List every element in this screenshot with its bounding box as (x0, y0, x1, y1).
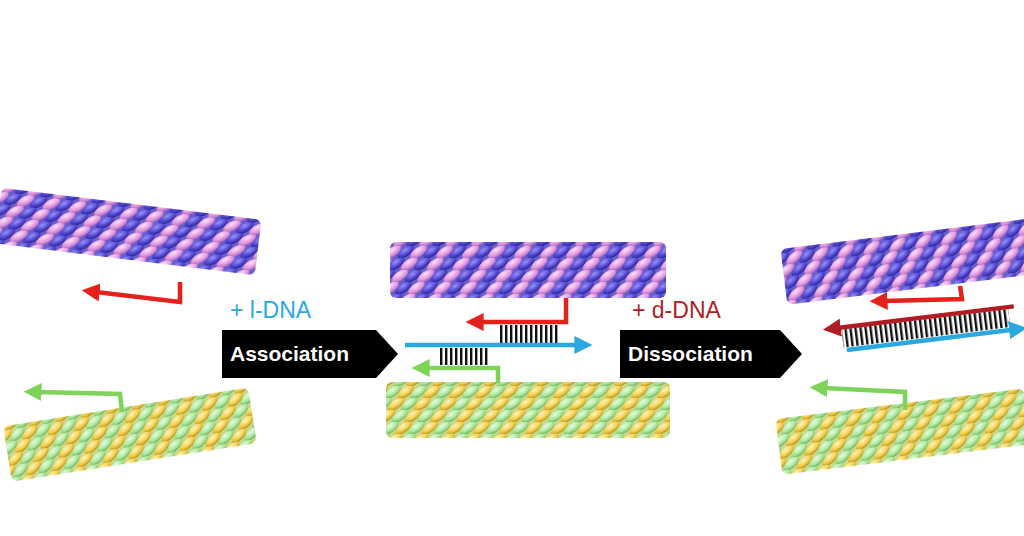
base-pairs (440, 348, 490, 365)
arrow-body (620, 330, 802, 378)
base-pairs (500, 325, 558, 343)
arrow-body (222, 330, 398, 378)
process-arrow: + l-DNAAssociation (222, 330, 398, 378)
step-label: Dissociation (628, 342, 753, 366)
nanotube (386, 382, 670, 438)
nanotube (390, 242, 666, 298)
nanotube (0, 188, 261, 276)
process-arrow: + d-DNADissociation (620, 330, 802, 378)
dna-strand (480, 298, 566, 322)
reagent-label: + l-DNA (230, 297, 311, 324)
dna-strand (824, 388, 905, 410)
dna-duplex (837, 306, 1016, 351)
dna-strand (38, 392, 122, 412)
dna-strand (426, 368, 498, 383)
dna-strand (96, 282, 180, 302)
nanotube (775, 389, 1024, 475)
dna-strand (884, 286, 962, 301)
nanotube (3, 388, 257, 482)
dna-strand (405, 343, 578, 348)
reagent-label: + d-DNA (632, 297, 721, 324)
nanotube (780, 219, 1024, 305)
step-label: Association (230, 342, 349, 366)
